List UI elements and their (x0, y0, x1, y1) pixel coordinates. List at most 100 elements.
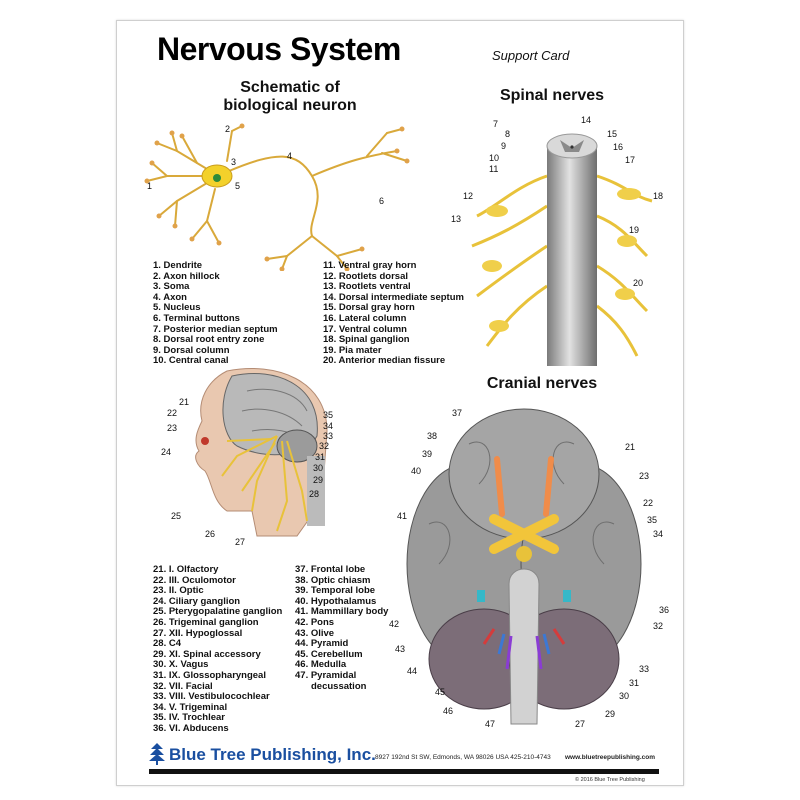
support-card: Nervous System Support Card Schematic of… (116, 20, 684, 786)
legend-item: 25. Pterygopalatine ganglion (153, 606, 283, 618)
cranial-label: 39 (422, 449, 433, 459)
spinal-label: 15 (607, 129, 618, 139)
legend-item: 28. C4 (153, 638, 181, 650)
legend-item: 42. Pons (295, 616, 335, 628)
legend-item: 14. Dorsal intermediate septum (323, 291, 464, 303)
cranial-label: 45 (435, 687, 446, 697)
cranial-label: 32 (653, 621, 664, 631)
neuron-label: 2 (225, 124, 231, 134)
spinal-label: 14 (581, 115, 592, 125)
head-label: 33 (323, 431, 334, 441)
head-label: 23 (167, 423, 178, 433)
head-label: 28 (309, 489, 320, 499)
cranial-label: 42 (389, 619, 400, 629)
cranial-heading: Cranial nerves (486, 375, 598, 392)
copyright: © 2016 Blue Tree Publishing (575, 777, 645, 783)
legend-item: 37. Frontal lobe (295, 564, 366, 575)
neuron-label: 3 (231, 157, 237, 167)
legend-item: 11. Ventral gray horn (323, 260, 417, 271)
spinal-label: 10 (489, 153, 500, 163)
legend-item: 16. Lateral column (323, 312, 407, 324)
page-title: Nervous System (157, 31, 401, 67)
spinal-cord-illustration (471, 133, 653, 366)
spinal-label: 17 (625, 155, 636, 165)
publisher-brand: Blue Tree Publishing, Inc. (169, 745, 376, 764)
neuron-heading: Schematic of biological neuron (205, 79, 375, 115)
cranial-label: 40 (411, 466, 422, 476)
legend-item: 12. Rootlets dorsal (323, 270, 408, 282)
spinal-label: 13 (451, 214, 462, 224)
spinal-label: 19 (629, 225, 640, 235)
spinal-label: 18 (653, 191, 664, 201)
head-label: 34 (323, 421, 334, 431)
publisher-address: 8927 192nd St SW, Edmonds, WA 98026 USA … (375, 754, 551, 761)
head-label: 30 (313, 463, 324, 473)
legend-item: 21. I. Olfactory (153, 564, 219, 575)
head-label: 21 (179, 397, 190, 407)
cranial-label: 31 (629, 678, 640, 688)
legend-item: 5. Nucleus (153, 302, 201, 314)
cranial-label: 38 (427, 431, 438, 441)
head-illustration (195, 368, 328, 537)
tree-logo-icon (149, 743, 165, 765)
cranial-label: 47 (485, 719, 496, 729)
legend-item: 33. VIII. Vestibulocochlear (153, 691, 270, 703)
cranial-label: 35 (647, 515, 658, 525)
cranial-label: 33 (639, 664, 650, 674)
neuron-legend-b: 11. Ventral gray horn 12. Rootlets dorsa… (323, 260, 464, 367)
legend-item: 39. Temporal lobe (295, 585, 376, 597)
head-label: 35 (323, 410, 334, 420)
legend-item: 30. X. Vagus (153, 659, 209, 671)
neuron-label: 6 (379, 196, 385, 206)
legend-item: 18. Spinal ganglion (323, 334, 410, 346)
brain-base-illustration (406, 408, 642, 725)
cranial-label: 34 (653, 529, 664, 539)
cranial-label: 30 (619, 691, 630, 701)
publisher-website[interactable]: www.bluetreepublishing.com (565, 754, 656, 761)
legend-item: 15. Dorsal gray horn (323, 302, 415, 314)
legend-item: 22. III. Oculomotor (153, 574, 236, 586)
cranial-label: 37 (452, 408, 463, 418)
cranial-legend-a: 21. I. Olfactory 22. III. Oculomotor 23.… (153, 564, 283, 735)
cranial-label: 46 (443, 706, 454, 716)
legend-item: 6. Terminal buttons (153, 312, 240, 324)
head-label: 29 (313, 475, 324, 485)
legend-item: 13. Rootlets ventral (323, 281, 411, 293)
legend-item: 40. Hypothalamus (295, 595, 377, 607)
legend-item: 29. XI. Spinal accessory (153, 648, 261, 660)
legend-item: 46. Medulla (295, 659, 347, 671)
legend-item: 9. Dorsal column (153, 344, 230, 356)
spinal-heading: Spinal nerves (499, 87, 605, 104)
legend-item: decussation (311, 680, 367, 692)
legend-item: 26. Trigeminal ganglion (153, 616, 259, 628)
cranial-label: 36 (659, 605, 670, 615)
neuron-illustration (144, 123, 410, 271)
legend-item: 7. Posterior median septum (153, 323, 278, 335)
legend-item: 2. Axon hillock (153, 270, 220, 282)
spinal-label: 8 (505, 129, 511, 139)
legend-item: 43. Olive (295, 627, 335, 639)
page-subtitle: Support Card (492, 48, 570, 63)
cranial-label: 43 (395, 644, 406, 654)
legend-item: 31. IX. Glossopharyngeal (153, 669, 266, 681)
spinal-label: 12 (463, 191, 474, 201)
legend-item: 20. Anterior median fissure (323, 355, 446, 367)
legend-item: 4. Axon (153, 291, 187, 303)
head-label: 24 (161, 447, 172, 457)
legend-item: 47. Pyramidal (295, 669, 357, 681)
head-label: 25 (171, 511, 182, 521)
head-label: 32 (319, 441, 330, 451)
legend-item: 27. XII. Hypoglossal (153, 627, 243, 639)
legend-item: 44. Pyramid (295, 638, 349, 650)
neuron-label: 5 (235, 181, 241, 191)
legend-item: 45. Cerebellum (295, 648, 363, 660)
neuron-heading-line1: Schematic of (240, 79, 340, 96)
cranial-legend-b: 37. Frontal lobe 38. Optic chiasm 39. Te… (295, 564, 388, 692)
cranial-label: 22 (643, 498, 654, 508)
cranial-label: 41 (397, 511, 408, 521)
neuron-label: 1 (147, 181, 153, 191)
legend-item: 24. Ciliary ganglion (153, 595, 241, 607)
cranial-label: 23 (639, 471, 650, 481)
head-label: 27 (235, 537, 246, 547)
legend-item: 32. VII. Facial (153, 680, 213, 692)
